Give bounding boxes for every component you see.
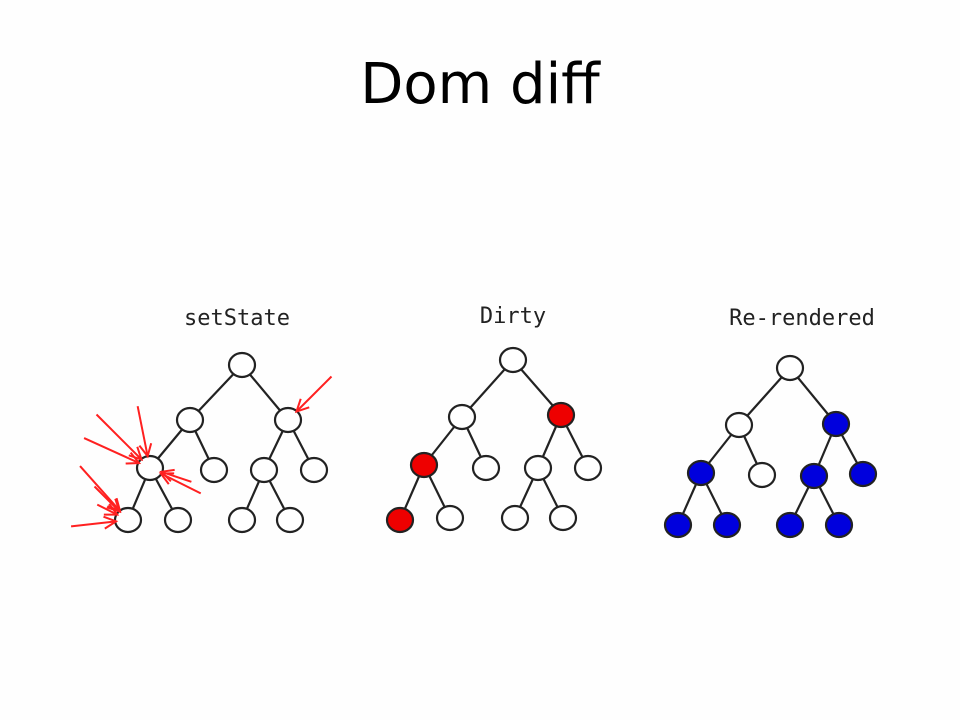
red-arrow [136,406,149,457]
red-arrow [79,465,121,512]
tree-node-L [447,403,477,431]
tree-label: Dirty [480,304,546,329]
tree-node-LL [686,459,716,487]
tree-node-LLL [663,511,693,539]
red-arrow [161,470,192,483]
red-arrow-head [158,472,175,485]
tree-node-RLR [275,506,305,534]
tree-node-LL [409,451,439,479]
tree-node-LLR [163,506,193,534]
red-arrow-head [103,515,119,530]
tree-node-R [546,401,576,429]
tree-node-RR [848,460,878,488]
tree-node-LLR [712,511,742,539]
red-arrow-head [138,443,153,459]
slide-title: Dom diff [360,52,600,117]
red-arrow [83,437,140,464]
tree-label: Re-rendered [729,306,875,331]
red-arrow-head [106,498,122,514]
tree-node-RLL [775,511,805,539]
red-arrow-head [294,398,310,414]
tree-node-root [775,354,805,382]
tree-node-RL [523,454,553,482]
red-arrow [295,375,333,413]
tree-node-LLR [435,504,465,532]
red-arrow-head [125,451,142,465]
tree-node-LL [135,454,165,482]
red-arrow-head [159,468,175,482]
tree-node-LR [471,454,501,482]
tree-node-L [175,406,205,434]
tree-label: setState [184,306,290,331]
tree-node-LR [199,456,229,484]
tree-node-LLL [385,506,415,534]
red-arrow [96,503,118,516]
red-arrow [95,413,143,461]
tree-node-LR [747,461,777,489]
tree-node-root [227,351,257,379]
tree-node-RR [299,456,329,484]
red-arrow [93,485,121,513]
red-arrow [70,520,117,528]
tree-node-R [273,406,303,434]
tree-node-L [724,411,754,439]
tree-node-R [821,410,851,438]
red-arrow-head [103,503,120,516]
tree-node-root [498,346,528,374]
tree-node-RL [249,456,279,484]
tree-node-RLL [500,504,530,532]
tree-node-RLR [824,511,854,539]
tree-node-RLL [227,506,257,534]
tree-node-RL [799,462,829,490]
tree-node-RLR [548,504,578,532]
tree-node-RR [573,454,603,482]
